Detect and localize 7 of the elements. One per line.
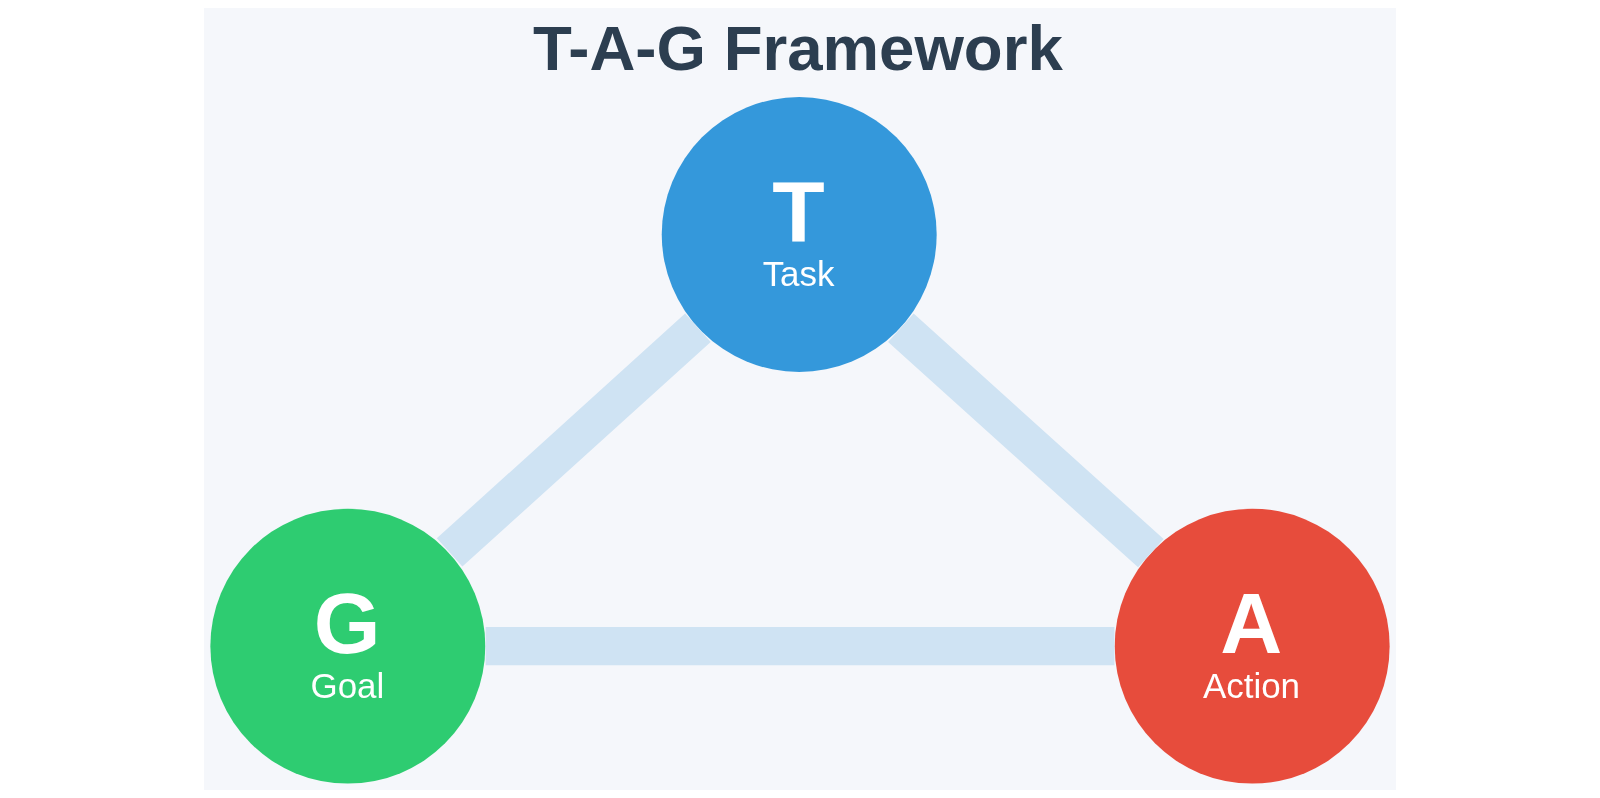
connector bbox=[436, 313, 711, 567]
node-circle: T Task bbox=[661, 97, 937, 372]
connector bbox=[888, 313, 1164, 568]
node-circle: G Goal bbox=[210, 508, 486, 784]
node-circle: A Action bbox=[1114, 508, 1390, 784]
diagram-title: T-A-G Framework bbox=[532, 12, 1063, 84]
connector bbox=[485, 627, 1115, 666]
